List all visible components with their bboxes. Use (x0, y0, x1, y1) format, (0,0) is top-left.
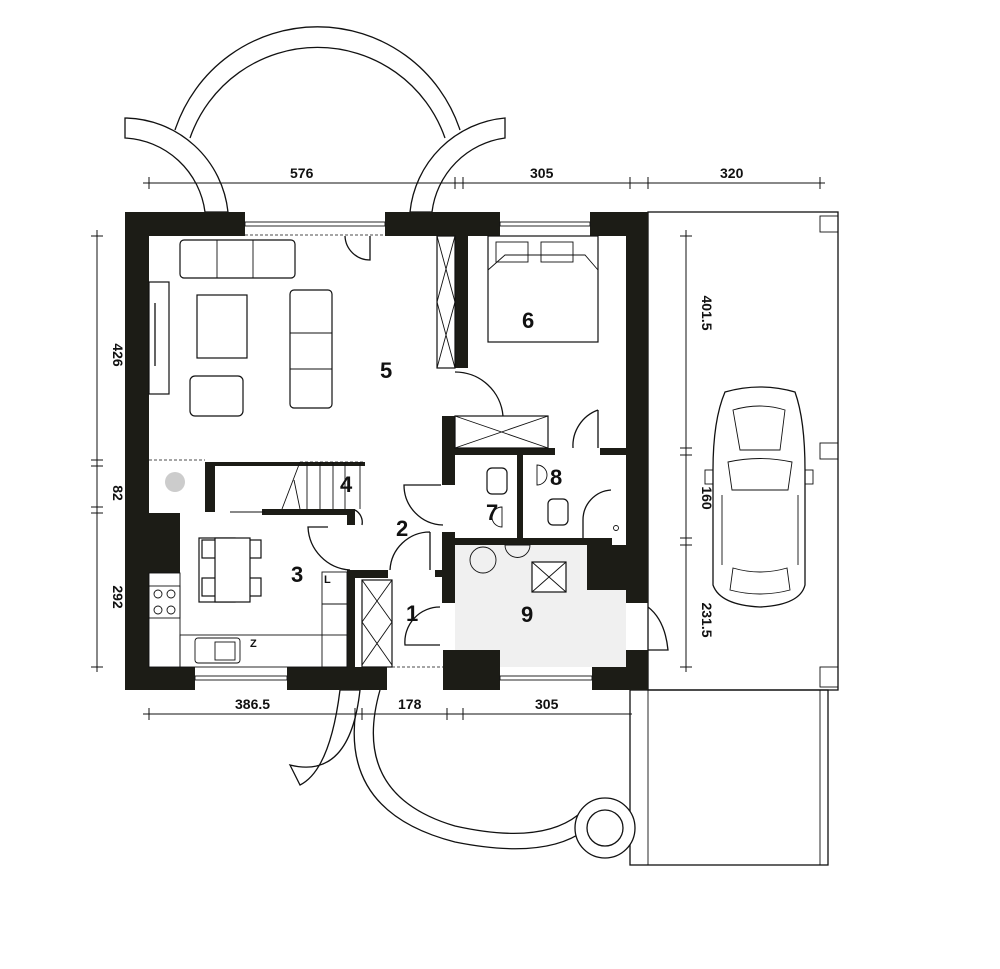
dim-left-1: 426 (110, 343, 126, 367)
room-label-6: 6 (522, 308, 534, 333)
room-label-3: 3 (291, 562, 303, 587)
room-label-9: 9 (521, 602, 533, 627)
sanitary-fixtures (454, 415, 619, 593)
dim-left-2: 82 (110, 485, 126, 501)
dim-bottom-1: 386.5 (235, 696, 270, 712)
dim-bottom-3: 305 (535, 696, 559, 712)
kitchen-furniture: L Z (148, 537, 393, 668)
stairs (165, 461, 365, 513)
room-label-8: 8 (550, 465, 562, 490)
carport (629, 211, 839, 866)
top-terrace-arcs (124, 26, 506, 213)
dimension-lines (91, 177, 825, 720)
room-label-5: 5 (380, 358, 392, 383)
dim-bottom-2: 178 (398, 696, 422, 712)
room-label-7: 7 (486, 500, 498, 525)
sink-mark: Z (250, 638, 257, 650)
boiler-icon (165, 472, 185, 492)
dim-top-2: 305 (530, 165, 554, 181)
fridge-mark: L (324, 574, 331, 586)
dim-top-3: 320 (720, 165, 744, 181)
room-label-2: 2 (396, 516, 408, 541)
room-label-4: 4 (340, 472, 353, 497)
bed (487, 235, 599, 343)
dim-right-1: 401.5 (699, 295, 715, 330)
dim-right-2: 160 (699, 486, 715, 510)
dimension-labels: 576 305 320 386.5 178 305 426 82 292 401… (110, 165, 744, 712)
room-labels: 1 2 3 4 5 6 7 8 9 (291, 308, 562, 627)
car-icon (704, 386, 814, 608)
dim-left-3: 292 (110, 585, 126, 609)
dim-right-3: 231.5 (699, 602, 715, 637)
doors (307, 235, 669, 651)
dim-top-1: 576 (290, 165, 314, 181)
windows (149, 221, 593, 681)
walls (125, 212, 648, 690)
living-room-furniture (148, 235, 456, 417)
room-label-1: 1 (406, 601, 418, 626)
